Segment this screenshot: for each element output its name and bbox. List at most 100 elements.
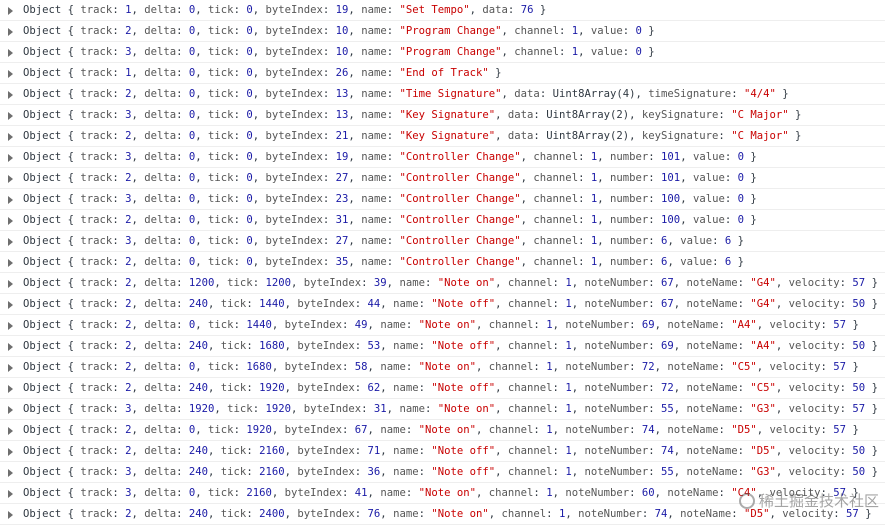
console-log-row[interactable]: Object { track: 2, delta: 0, tick: 1680,…: [0, 357, 885, 378]
console-log-row[interactable]: Object { track: 3, delta: 0, tick: 0, by…: [0, 42, 885, 63]
colon: :: [820, 319, 834, 331]
property-key: value: [680, 235, 713, 247]
console-log-row[interactable]: Object { track: 2, delta: 240, tick: 144…: [0, 294, 885, 315]
comma: ,: [495, 466, 508, 478]
console-log-row[interactable]: Object { track: 2, delta: 240, tick: 240…: [0, 504, 885, 525]
expand-triangle-icon[interactable]: [8, 427, 13, 435]
expand-triangle-icon[interactable]: [8, 175, 13, 183]
console-log-row[interactable]: Object { track: 3, delta: 1920, tick: 19…: [0, 399, 885, 420]
expand-triangle-icon[interactable]: [8, 259, 13, 267]
comma: ,: [571, 298, 585, 310]
console-log-row[interactable]: Object { track: 2, delta: 1200, tick: 12…: [0, 273, 885, 294]
expand-triangle-icon[interactable]: [8, 343, 13, 351]
console-log-row[interactable]: Object { track: 2, delta: 0, tick: 0, by…: [0, 168, 885, 189]
colon: :: [418, 445, 432, 457]
property-value: 0: [188, 130, 196, 142]
expand-triangle-icon[interactable]: [8, 7, 13, 15]
property-value: 31: [373, 403, 387, 415]
console-log-row[interactable]: Object { track: 2, delta: 240, tick: 168…: [0, 336, 885, 357]
expand-triangle-icon[interactable]: [8, 70, 13, 78]
colon: :: [361, 403, 374, 415]
property-key: delta: [144, 487, 177, 499]
brace-open: {: [61, 25, 81, 37]
expand-triangle-icon[interactable]: [8, 280, 13, 288]
comma: ,: [775, 445, 789, 457]
comma: ,: [380, 298, 394, 310]
comma: ,: [597, 193, 610, 205]
property-key: byteIndex: [297, 340, 355, 352]
expand-triangle-icon[interactable]: [8, 154, 13, 162]
console-log-row[interactable]: Object { track: 1, delta: 0, tick: 0, by…: [0, 0, 885, 21]
console-log-row[interactable]: Object { track: 2, delta: 0, tick: 1920,…: [0, 420, 885, 441]
property-key: byteIndex: [265, 88, 323, 100]
expand-triangle-icon[interactable]: [8, 112, 13, 120]
brace-close: }: [641, 46, 655, 58]
comma: ,: [131, 298, 145, 310]
comma: ,: [348, 46, 362, 58]
console-log-row[interactable]: Object { track: 1, delta: 0, tick: 0, by…: [0, 63, 885, 84]
console-log-row[interactable]: Object { track: 3, delta: 240, tick: 216…: [0, 462, 885, 483]
expand-triangle-icon[interactable]: [8, 364, 13, 372]
property-value: 36: [367, 466, 381, 478]
expand-triangle-icon[interactable]: [8, 196, 13, 204]
property-value: 1: [565, 382, 572, 394]
property-key: delta: [144, 508, 177, 520]
property-value: "Controller Change": [399, 214, 521, 226]
comma: ,: [775, 277, 789, 289]
property-value: 0: [188, 319, 196, 331]
property-key: velocity: [788, 466, 840, 478]
property-key: noteName: [667, 319, 719, 331]
comma: ,: [195, 319, 209, 331]
property-value: "Note on": [431, 508, 489, 520]
expand-triangle-icon[interactable]: [8, 322, 13, 330]
expand-triangle-icon[interactable]: [8, 49, 13, 57]
property-key: value: [692, 172, 725, 184]
expand-triangle-icon[interactable]: [8, 490, 13, 498]
expand-triangle-icon[interactable]: [8, 448, 13, 456]
colon: :: [176, 46, 189, 58]
comma: ,: [386, 277, 400, 289]
console-log-row[interactable]: Object { track: 3, delta: 0, tick: 2160,…: [0, 483, 885, 504]
console-log-row[interactable]: Object { track: 3, delta: 0, tick: 0, by…: [0, 231, 885, 252]
expand-triangle-icon[interactable]: [8, 133, 13, 141]
console-log-row[interactable]: Object { track: 3, delta: 0, tick: 0, by…: [0, 189, 885, 210]
console-log-row[interactable]: Object { track: 2, delta: 0, tick: 0, by…: [0, 126, 885, 147]
expand-triangle-icon[interactable]: [8, 217, 13, 225]
console-log-row[interactable]: Object { track: 2, delta: 240, tick: 192…: [0, 378, 885, 399]
colon: :: [233, 109, 247, 121]
property-value: 0: [737, 172, 744, 184]
comma: ,: [195, 214, 209, 226]
console-log-row[interactable]: Object { track: 3, delta: 0, tick: 0, by…: [0, 105, 885, 126]
console-log-row[interactable]: Object { track: 2, delta: 0, tick: 0, by…: [0, 210, 885, 231]
property-value: 101: [661, 151, 681, 163]
console-log-row[interactable]: Object { track: 2, delta: 0, tick: 1440,…: [0, 315, 885, 336]
expand-triangle-icon[interactable]: [8, 385, 13, 393]
console-log-row[interactable]: Object { track: 3, delta: 0, tick: 0, by…: [0, 147, 885, 168]
property-value: 2: [125, 277, 132, 289]
colon: :: [418, 382, 432, 394]
expand-triangle-icon[interactable]: [8, 406, 13, 414]
object-label: Object: [23, 214, 62, 226]
colon: :: [354, 382, 368, 394]
colon: :: [737, 466, 751, 478]
property-key: delta: [144, 340, 177, 352]
property-value: 0: [188, 67, 196, 79]
console-log-row[interactable]: Object { track: 2, delta: 0, tick: 0, by…: [0, 84, 885, 105]
expand-triangle-icon[interactable]: [8, 301, 13, 309]
property-key: track: [80, 340, 113, 352]
comma: ,: [386, 403, 400, 415]
colon: :: [112, 340, 126, 352]
expand-triangle-icon[interactable]: [8, 28, 13, 36]
colon: :: [176, 214, 189, 226]
comma: ,: [348, 256, 362, 268]
console-log-row[interactable]: Object { track: 2, delta: 0, tick: 0, by…: [0, 252, 885, 273]
comma: ,: [552, 319, 566, 331]
expand-triangle-icon[interactable]: [8, 469, 13, 477]
console-log-row[interactable]: Object { track: 2, delta: 0, tick: 0, by…: [0, 21, 885, 42]
expand-triangle-icon[interactable]: [8, 511, 13, 519]
console-log-row[interactable]: Object { track: 2, delta: 240, tick: 216…: [0, 441, 885, 462]
property-value: 1: [558, 508, 566, 520]
colon: :: [176, 4, 189, 16]
expand-triangle-icon[interactable]: [8, 91, 13, 99]
expand-triangle-icon[interactable]: [8, 238, 13, 246]
